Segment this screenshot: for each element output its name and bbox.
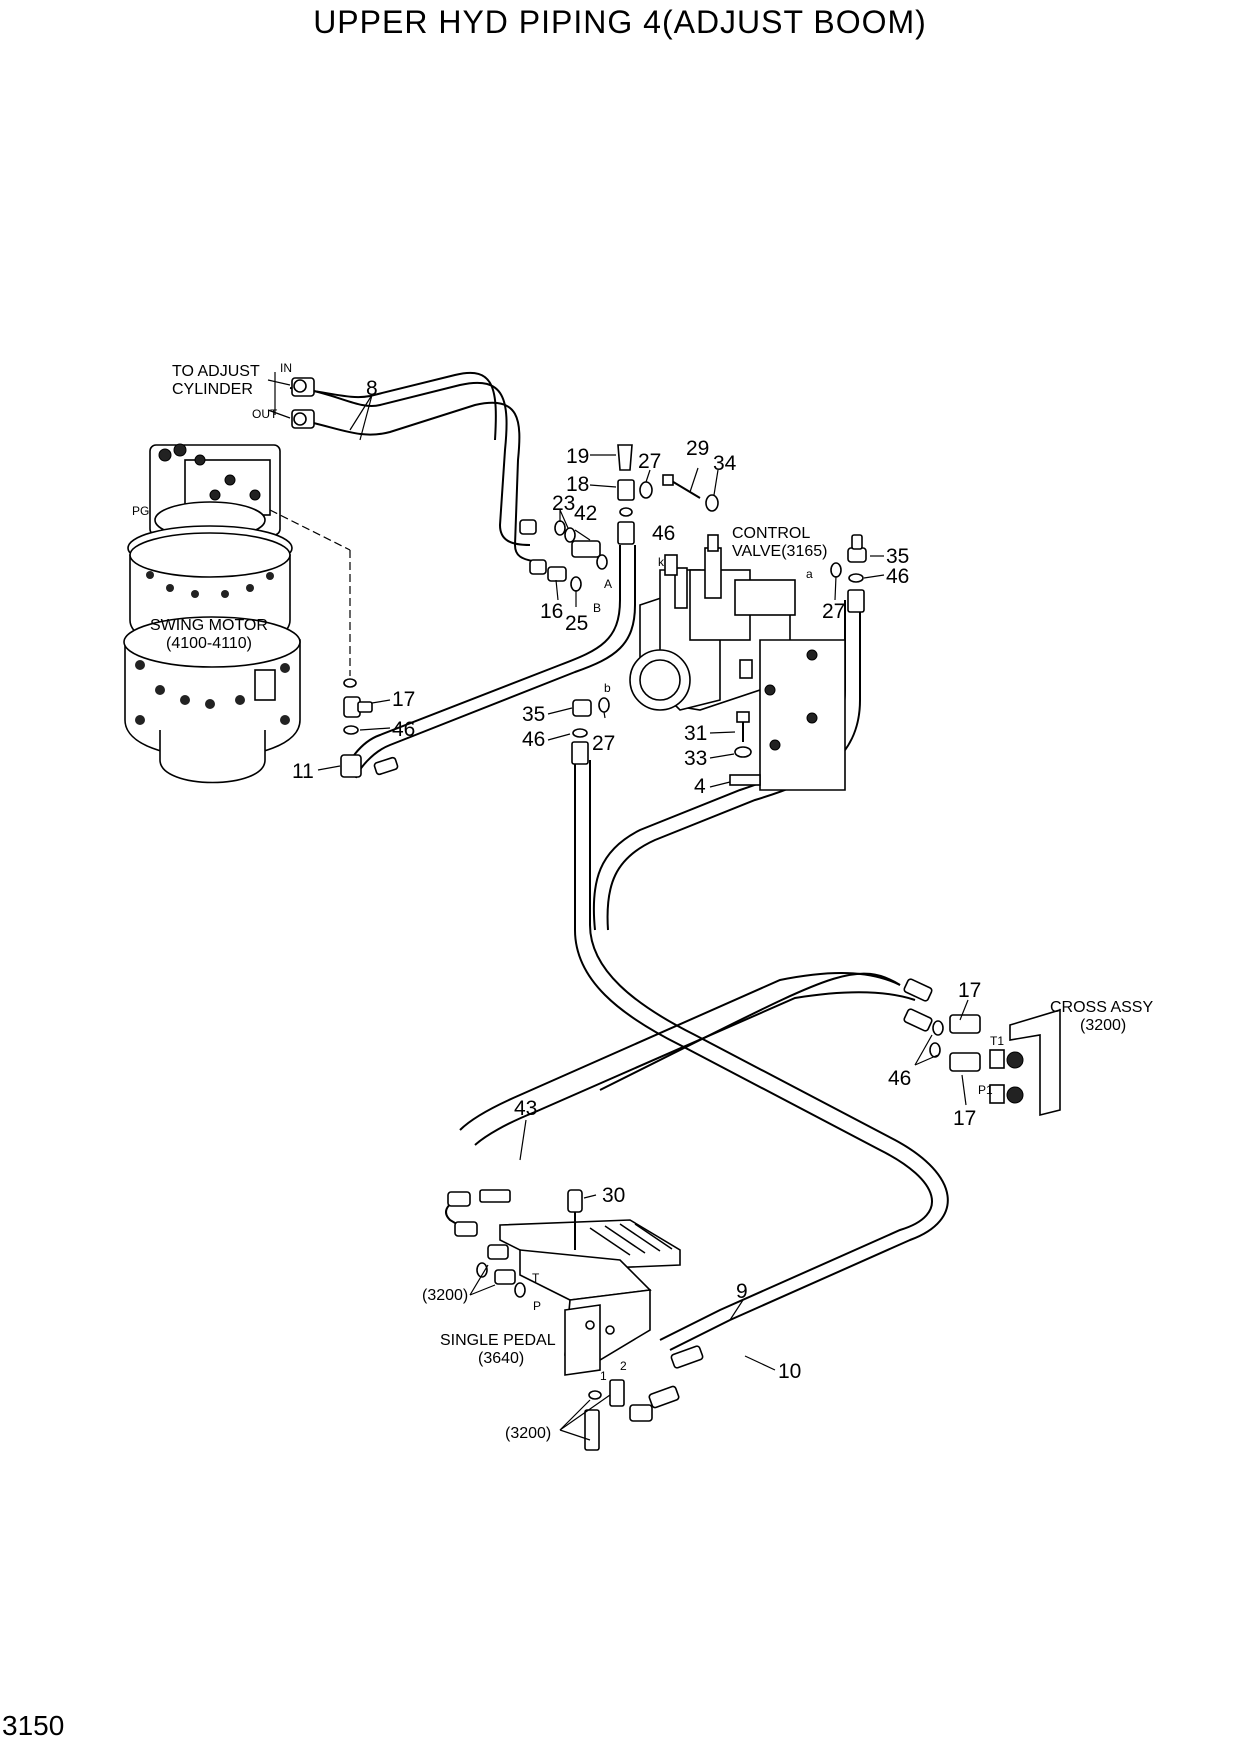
port-p: P (533, 1299, 541, 1313)
port-k: k (658, 555, 665, 569)
port-t: T (532, 1271, 540, 1285)
callout-31: 31 (684, 722, 707, 745)
port-b-lower: b (604, 681, 611, 695)
hose-8 (289, 371, 541, 563)
callout-8: 8 (366, 377, 378, 400)
single-pedal (447, 1189, 704, 1451)
callout-46-left: 46 (392, 718, 415, 741)
port-b-upper: B (593, 601, 601, 615)
callout-19: 19 (566, 445, 589, 468)
page-title: UPPER HYD PIPING 4(ADJUST BOOM) (313, 4, 927, 40)
port-p1: P1 (978, 1083, 993, 1097)
to-adjust-cylinder-line2: CYLINDER (172, 381, 253, 398)
callout-17-left: 17 (392, 688, 415, 711)
callout-46-cross: 46 (888, 1067, 911, 1090)
callout-33: 33 (684, 747, 707, 770)
port-a-upper: A (604, 577, 612, 591)
cross-assy-line2: (3200) (1080, 1017, 1126, 1034)
callout-18: 18 (566, 473, 589, 496)
single-pedal-line1: SINGLE PEDAL (440, 1332, 556, 1349)
pg-label: PG (132, 504, 149, 518)
hose-loops (445, 600, 949, 1351)
callout-11: 11 (292, 760, 314, 783)
callout-46-right: 46 (886, 565, 909, 588)
callout-42: 42 (574, 502, 597, 525)
swing-motor-line1: SWING MOTOR (150, 617, 268, 634)
callout-35-lower: 35 (522, 703, 545, 726)
callout-29: 29 (686, 437, 709, 460)
labels: TO ADJUST CYLINDER IN OUT PG SWING MOTOR… (132, 361, 1153, 1442)
swing-motor (123, 443, 351, 784)
fittings (291, 377, 1061, 1117)
port-2: 2 (620, 1359, 627, 1373)
port-a-lower: a (806, 567, 813, 581)
to-adjust-cylinder-line1: TO ADJUST (172, 363, 260, 380)
leader-lines (267, 372, 969, 1441)
callout-43: 43 (514, 1097, 537, 1120)
callout-30: 30 (602, 1184, 625, 1207)
callout-23: 23 (552, 492, 575, 515)
ref-3200-pedal-left: (3200) (422, 1287, 468, 1304)
callout-25: 25 (565, 612, 588, 635)
callout-4: 4 (694, 775, 706, 798)
ref-3200-pedal-bottom: (3200) (505, 1425, 551, 1442)
callout-46-lower: 46 (522, 728, 545, 751)
callout-10: 10 (778, 1360, 801, 1383)
control-valve-line1: CONTROL (732, 525, 810, 542)
control-valve-line2: VALVE(3165) (732, 543, 827, 560)
callout-16: 16 (540, 600, 563, 623)
callout-27-lower: 27 (592, 732, 615, 755)
port-t1: T1 (990, 1034, 1004, 1048)
callout-27-right: 27 (822, 600, 845, 623)
callout-34: 34 (713, 452, 737, 475)
port-1: 1 (600, 1369, 607, 1383)
callout-9: 9 (736, 1280, 748, 1303)
port-in-label: IN (280, 361, 292, 375)
callout-46-top: 46 (652, 522, 675, 545)
callout-35-right: 35 (886, 545, 909, 568)
swing-motor-line2: (4100-4110) (166, 635, 252, 652)
callout-27-top: 27 (638, 450, 661, 473)
callout-17-cross-bottom: 17 (953, 1107, 976, 1130)
single-pedal-line2: (3640) (478, 1350, 524, 1367)
page-number: 3150 (2, 1710, 65, 1741)
control-valve (629, 534, 846, 791)
cross-assy-line1: CROSS ASSY (1050, 999, 1153, 1016)
callout-numbers: 8 19 27 29 34 18 23 42 46 35 46 16 25 27… (292, 377, 981, 1383)
callout-17-cross-top: 17 (958, 979, 981, 1002)
port-out-label: OUT (252, 407, 278, 421)
